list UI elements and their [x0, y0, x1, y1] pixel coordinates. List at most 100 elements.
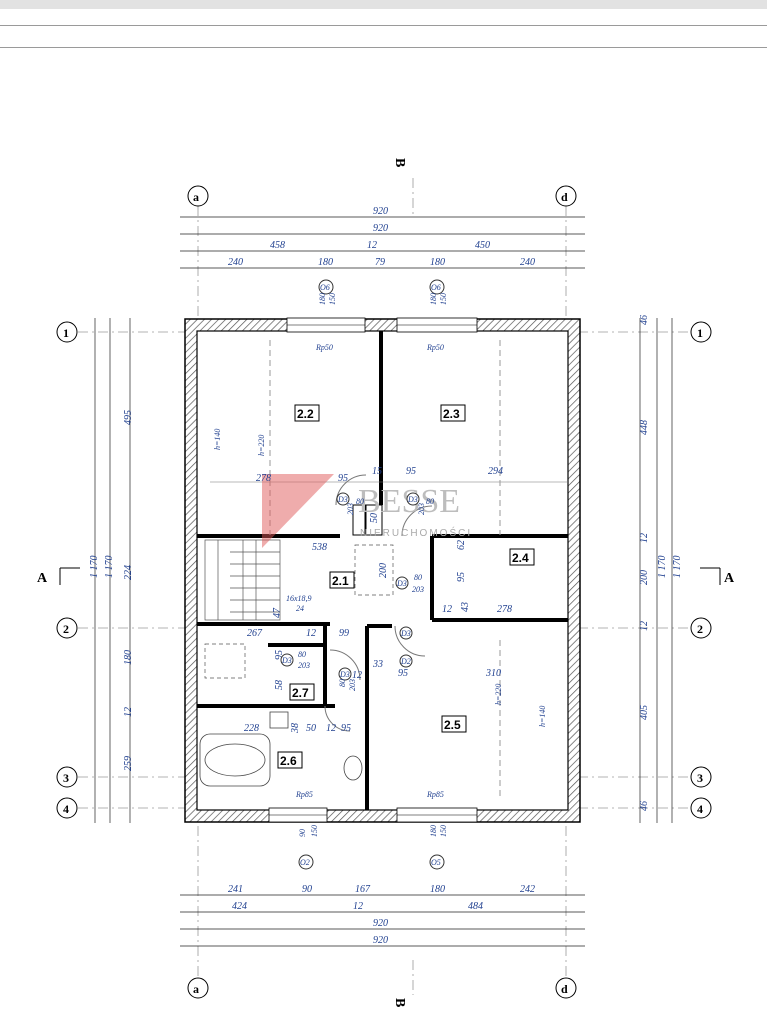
dim-interior: 278 — [256, 473, 271, 484]
svg-text:D3: D3 — [337, 495, 348, 504]
dim-interior: 62 — [456, 540, 467, 550]
dim-interior: 228 — [244, 723, 259, 734]
axis-label: 4 — [63, 802, 69, 816]
svg-text:D3: D3 — [400, 629, 411, 638]
separator-line — [0, 47, 767, 48]
room-label-2-2: 2.2 — [294, 404, 320, 422]
dim-interior: 267 — [247, 628, 263, 639]
dim-top: 79 — [375, 257, 385, 268]
svg-text:D3: D3 — [407, 495, 418, 504]
radiator-label: Rp50 — [426, 343, 444, 352]
axis-bubble-a-bottom: a — [187, 977, 209, 999]
axis-bubble-d-bottom: d — [555, 977, 577, 999]
window-top-right — [396, 317, 478, 333]
washbasin — [269, 711, 289, 729]
dim-interior: 47 — [272, 607, 283, 618]
dim-interior: 38 — [290, 723, 301, 734]
door-height: 203 — [348, 679, 357, 691]
room-label-2-1: 2.1 — [329, 571, 355, 589]
radiator-label: Rp85 — [426, 790, 444, 799]
dim-right-total: 1 170 — [657, 556, 668, 579]
ceiling-height: h=140 — [538, 706, 547, 727]
dim-left-total: 1 170 — [104, 556, 115, 579]
axis-label: 4 — [697, 802, 703, 816]
window-marker-bottom-left: O2 — [298, 854, 314, 870]
dim-interior: 95 — [406, 466, 416, 477]
dimension-lines — [94, 216, 673, 947]
dim-interior: 95 — [398, 668, 408, 679]
room-label-2-6: 2.6 — [277, 751, 303, 769]
staircase — [204, 539, 394, 679]
door-marker: D3 — [338, 667, 352, 681]
dim-right: 46 — [639, 801, 650, 811]
dim-left: 180 — [123, 650, 134, 665]
svg-text:O2: O2 — [300, 858, 310, 867]
window-height: 90 — [298, 829, 307, 837]
dim-interior: 12 — [442, 604, 452, 615]
axis-bubble-1-right: 1 — [690, 321, 712, 343]
svg-text:2.2: 2.2 — [297, 407, 314, 421]
interior-walls — [197, 331, 568, 810]
section-label-b-bottom: B — [392, 998, 407, 1007]
ceiling-height: h=140 — [213, 429, 222, 450]
dim-interior: 33 — [372, 659, 383, 670]
dim-interior: 50 — [369, 513, 380, 523]
door-width: 80 — [426, 497, 434, 506]
dim-interior: 95 — [456, 572, 467, 582]
axis-label: 2 — [697, 622, 703, 636]
axis-bubble-4-left: 4 — [56, 797, 78, 819]
svg-text:D3: D3 — [339, 670, 350, 679]
axis-label: a — [193, 190, 199, 204]
svg-text:2.3: 2.3 — [443, 407, 460, 421]
axis-label: 3 — [697, 771, 703, 785]
dim-bottom: 167 — [355, 884, 371, 895]
door-marker: D3 — [336, 492, 350, 506]
window-top-left — [286, 317, 366, 333]
axis-label: a — [193, 982, 199, 996]
axis-bubble-1-left: 1 — [56, 321, 78, 343]
svg-text:D2: D2 — [400, 657, 411, 666]
toilet — [343, 755, 363, 781]
dim-bottom: 12 — [353, 901, 363, 912]
axis-label: d — [561, 190, 568, 204]
dim-interior: 12 — [326, 723, 336, 734]
window-height: 180 — [318, 293, 327, 305]
window-bottom-right — [396, 807, 478, 823]
dim-interior: 50 — [306, 723, 316, 734]
dim-interior: 294 — [488, 466, 503, 477]
dim-interior: 58 — [274, 680, 285, 690]
dim-bottom-total: 920 — [373, 918, 388, 929]
dim-left: 12 — [123, 707, 134, 717]
axis-bubble-2-right: 2 — [690, 617, 712, 639]
dim-interior: 95 — [274, 650, 285, 660]
door-marker: D2 — [399, 654, 413, 668]
dim-bottom: 90 — [302, 884, 312, 895]
door-marker: D3 — [280, 653, 294, 667]
section-label-a-left: A — [37, 571, 48, 586]
axis-bubble-3-right: 3 — [690, 766, 712, 788]
dim-bottom: 241 — [228, 884, 243, 895]
watermark — [262, 474, 334, 548]
window-height: 150 — [328, 293, 337, 305]
window-marker-top-left: O6 — [318, 279, 334, 295]
dim-interior: 95 — [341, 723, 351, 734]
door-height: 203 — [298, 661, 310, 670]
radiator-label: Rp50 — [315, 343, 333, 352]
svg-text:2.4: 2.4 — [512, 551, 529, 565]
window-height: 180 — [429, 293, 438, 305]
door-width: 80 — [414, 573, 422, 582]
svg-text:O6: O6 — [320, 283, 330, 292]
door-marker: D3 — [406, 492, 420, 506]
dim-interior: 310 — [485, 668, 501, 679]
door-height: 203 — [417, 503, 426, 515]
dim-interior: 200 — [378, 563, 389, 578]
dim-interior: 12 — [306, 628, 316, 639]
bathtub — [199, 733, 271, 787]
radiator-label: Rp85 — [295, 790, 313, 799]
dim-right: 12 — [639, 533, 650, 543]
dim-interior: 95 — [338, 473, 348, 484]
stairs-label: 16x18,9 — [286, 594, 312, 603]
door-width: 80 — [338, 679, 347, 687]
